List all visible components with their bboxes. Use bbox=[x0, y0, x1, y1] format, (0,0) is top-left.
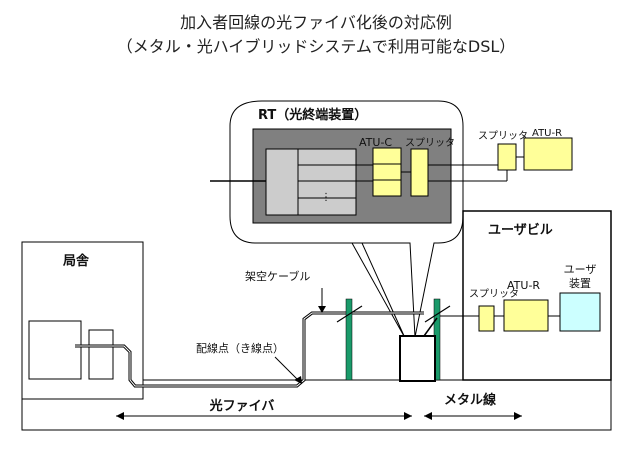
rt-olt-block bbox=[265, 148, 357, 216]
ground-frame bbox=[21, 380, 612, 431]
top-splitter-label: スプリッタ bbox=[478, 130, 528, 142]
metal-span-arrowhead-right bbox=[514, 412, 522, 420]
distribution-point-label: 配線点（き線点） bbox=[196, 341, 284, 355]
rt-olt-ellipsis: ⋮ bbox=[321, 192, 331, 203]
central-office-equipment-large bbox=[28, 320, 82, 380]
atu-c-box bbox=[372, 147, 402, 197]
metal-span-arrowhead-left bbox=[424, 412, 432, 420]
user-building-label: ユーザビル bbox=[488, 222, 553, 238]
metal-span-label: メタル線 bbox=[444, 392, 497, 408]
pole-2-crossarm bbox=[424, 305, 451, 323]
distribution-point-leader bbox=[274, 356, 300, 382]
top-splitter-box bbox=[497, 143, 517, 171]
rt-label: RT（光終端装置） bbox=[258, 107, 367, 123]
user-splitter-label: スプリッタ bbox=[469, 288, 519, 300]
user-atu-r-box bbox=[503, 299, 549, 332]
central-office-label: 局舎 bbox=[63, 253, 90, 269]
rt-splitter-box bbox=[410, 148, 429, 197]
user-device-label-1: ユーザ bbox=[564, 263, 597, 276]
fiber-span-label: 光ファイバ bbox=[209, 398, 275, 414]
distribution-point-arrow bbox=[294, 376, 302, 384]
atu-c-label: ATU-C bbox=[359, 136, 392, 149]
top-atu-r-label: ATU-R bbox=[532, 128, 562, 139]
user-device-label-2: 装置 bbox=[569, 277, 591, 290]
utility-pole-1 bbox=[345, 298, 353, 381]
user-device-box bbox=[559, 292, 601, 332]
rt-splitter-label: スプリッタ bbox=[405, 137, 455, 149]
aerial-cable-arrow bbox=[318, 306, 326, 313]
top-atu-r-box bbox=[523, 137, 573, 171]
central-office-equipment-small bbox=[88, 329, 114, 380]
pole-1-crossarm bbox=[336, 305, 363, 323]
rt-field-box bbox=[399, 335, 436, 382]
rt-box-to-pole bbox=[423, 317, 438, 337]
title-line-1: 加入者回線の光ファイバ化後の対応例 bbox=[180, 13, 452, 32]
user-splitter-box bbox=[478, 305, 495, 332]
fiber-span-arrowhead-right bbox=[404, 412, 412, 420]
title-line-2: （メタル・光ハイブリッドシステムで利用可能なDSL） bbox=[117, 37, 516, 56]
aerial-cable-label: 架空ケーブル bbox=[245, 269, 310, 283]
fiber-route-inner bbox=[75, 312, 424, 387]
user-atu-r-label: ATU-R bbox=[507, 279, 540, 292]
fiber-span-arrowhead-left bbox=[116, 412, 124, 420]
